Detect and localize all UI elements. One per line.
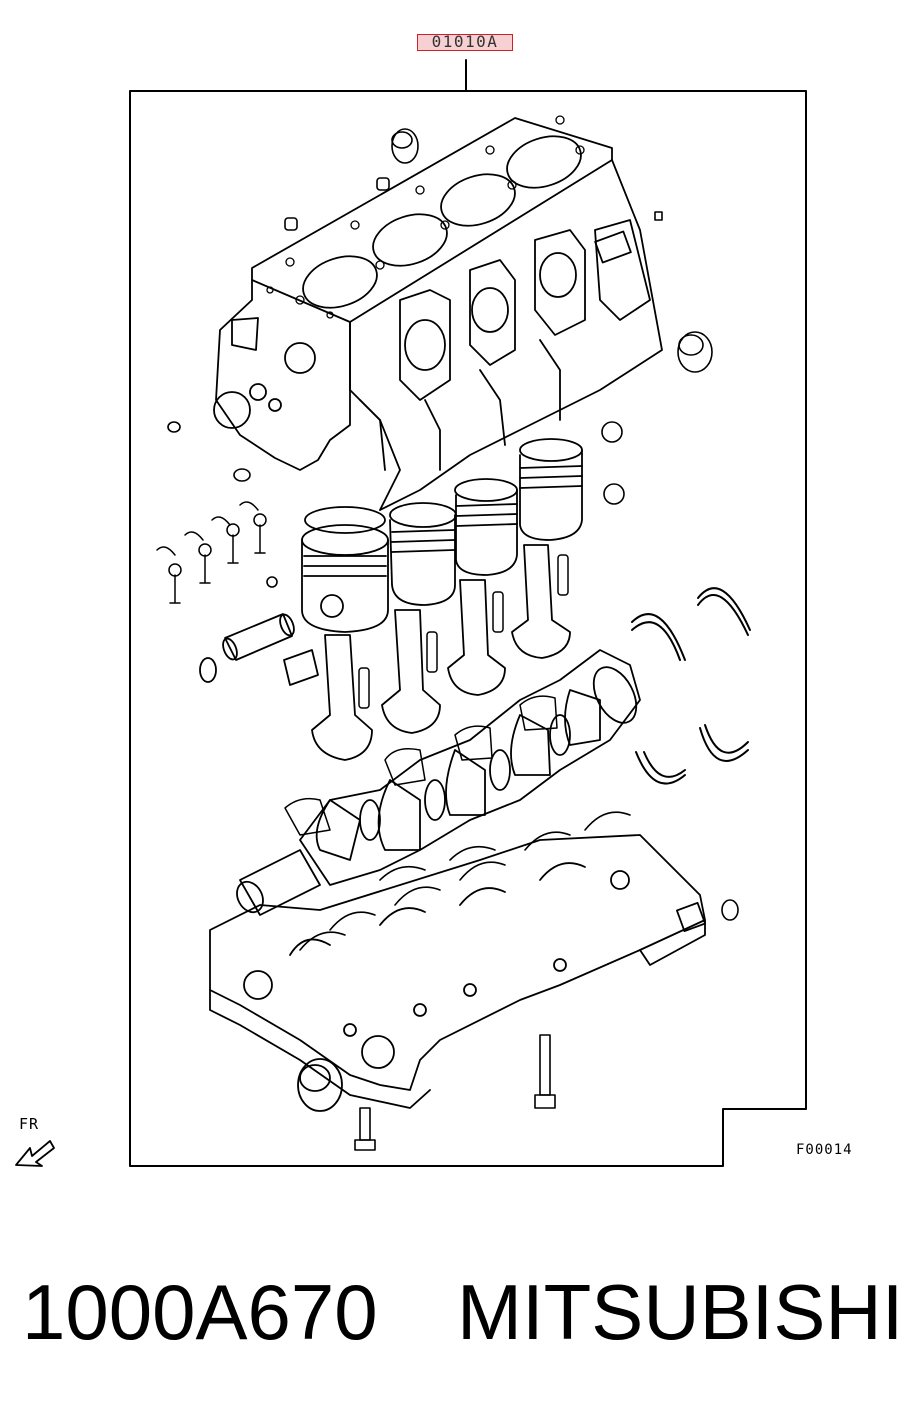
- assembly-frame: [129, 90, 807, 1167]
- bore-1: [302, 255, 378, 309]
- rear-oil-seal: [297, 1058, 343, 1112]
- piston-pin: [199, 613, 319, 686]
- rod-bolts: [358, 554, 569, 709]
- block-bolts: [156, 501, 267, 604]
- bedplate-bolts: [354, 899, 739, 1151]
- front-direction-arrow-icon: [15, 1140, 55, 1167]
- product-caption: 1000A670 MITSUBISHI: [22, 1262, 903, 1362]
- piston-3: [454, 478, 518, 576]
- crank-throws: [284, 695, 558, 836]
- thrust-bearings: [631, 587, 751, 785]
- front-direction-label: FR: [19, 1115, 40, 1133]
- connecting-rods: [311, 544, 571, 761]
- callout-highlight[interactable]: [417, 34, 513, 51]
- crankshaft: [236, 649, 641, 916]
- piston-2: [389, 502, 457, 606]
- bore-4: [506, 135, 582, 189]
- part-number: 1000A670: [22, 1268, 378, 1356]
- main-bearing-shells: [299, 811, 631, 951]
- cylinder-block: [213, 115, 663, 511]
- bedplate: [209, 834, 706, 1109]
- brand-name: MITSUBISHI: [457, 1268, 904, 1356]
- plug-seals: [167, 128, 713, 588]
- bore-2: [372, 213, 448, 267]
- piston-1: [301, 506, 389, 633]
- callout-ref-label[interactable]: 01010A: [431, 32, 499, 51]
- piston-4: [519, 438, 583, 541]
- figure-code: F00014: [796, 1142, 853, 1158]
